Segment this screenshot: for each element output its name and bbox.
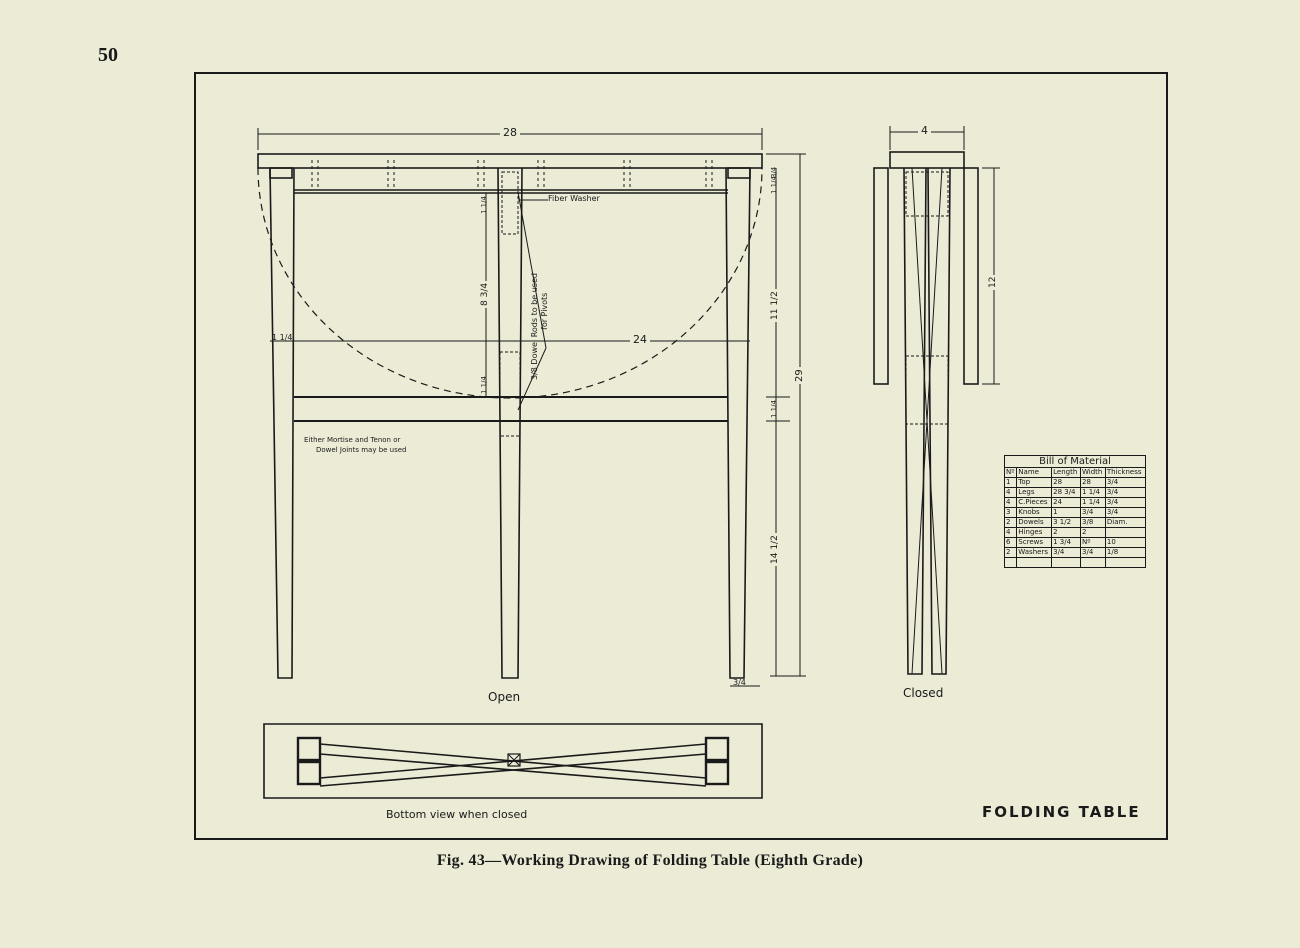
- table-top: [257, 153, 763, 169]
- table-cell: 3/8: [1080, 517, 1106, 528]
- table-cell: 1 1/4: [1080, 497, 1106, 508]
- bom-header: Length: [1051, 467, 1082, 478]
- table-cell: [1051, 557, 1082, 568]
- table-cell: 1/8: [1104, 547, 1147, 558]
- figure-caption: Fig. 43—Working Drawing of Folding Table…: [436, 852, 864, 869]
- joints-note-1: Either Mortise and Tenon or: [304, 436, 401, 444]
- bom-header: Name: [1016, 467, 1053, 478]
- table-cell: 2: [1003, 517, 1018, 528]
- dim-bottom-taper: 3/4: [733, 678, 746, 687]
- dim-upper-segment: 11 1/2: [770, 289, 780, 322]
- open-view-label: Open: [488, 690, 521, 704]
- table-cell: 4: [1003, 487, 1018, 498]
- dim-rail-width: 1 1/4: [770, 176, 778, 194]
- table-cell: Nº: [1080, 537, 1106, 548]
- dim-pivot-upper: 1 1/4: [480, 196, 488, 214]
- table-cell: [1003, 557, 1018, 568]
- dim-closed-width: 4: [918, 124, 931, 137]
- table-cell: 28: [1080, 477, 1106, 488]
- bom-header: Thickness: [1104, 467, 1147, 478]
- table-cell: 3/4: [1104, 487, 1147, 498]
- table-cell: 3/4: [1051, 547, 1082, 558]
- table-cell: [1104, 527, 1147, 538]
- table-cell: 3 1/2: [1051, 517, 1082, 528]
- table-cell: 6: [1003, 537, 1018, 548]
- table-cell: Knobs: [1016, 507, 1053, 518]
- dim-leg-offset: 1 1/4: [272, 333, 293, 342]
- table-cell: 1 1/4: [1080, 487, 1106, 498]
- dim-lower-segment: 14 1/2: [770, 533, 780, 566]
- page-number: 50: [98, 44, 118, 66]
- table-cell: 3/4: [1080, 547, 1106, 558]
- dowel-note-2: for Pivots: [540, 292, 549, 330]
- table-cell: [1016, 557, 1053, 568]
- bottom-view-label: Bottom view when closed: [386, 808, 528, 821]
- fiber-washer-note: Fiber Washer: [548, 194, 600, 203]
- table-cell: 1: [1051, 507, 1082, 518]
- table-cell: 28: [1051, 477, 1082, 488]
- center-leg: [497, 167, 523, 679]
- table-cell: 2: [1003, 547, 1018, 558]
- bom-header: Nº: [1003, 467, 1018, 478]
- table-cell: 4: [1003, 527, 1018, 538]
- right-leg: [725, 167, 751, 679]
- left-leg: [269, 167, 295, 679]
- table-cell: C.Pieces: [1016, 497, 1053, 508]
- joints-note-2: Dowel Joints may be used: [316, 446, 407, 454]
- table-cell: Diam.: [1104, 517, 1147, 528]
- open-view-drawing: [257, 153, 763, 679]
- table-cell: 28 3/4: [1051, 487, 1082, 498]
- table-cell: Screws: [1016, 537, 1053, 548]
- table-cell: 4: [1003, 497, 1018, 508]
- table-cell: 3: [1003, 507, 1018, 518]
- dim-top-length: 28: [500, 126, 520, 139]
- bom-header: Width: [1080, 467, 1106, 478]
- dim-mid-rail: 1 1/4: [770, 400, 778, 418]
- dowel-note-1: 3/8 Dowel Rods to be used: [530, 273, 539, 380]
- table-cell: Washers: [1016, 547, 1053, 558]
- table-cell: [1104, 557, 1147, 568]
- table-cell: Dowels: [1016, 517, 1053, 528]
- table-cell: [1080, 557, 1106, 568]
- table-cell: 24: [1051, 497, 1082, 508]
- table-cell: Top: [1016, 477, 1053, 488]
- bom-title: Bill of Material: [1004, 455, 1146, 467]
- table-cell: 3/4: [1080, 507, 1106, 518]
- bom-header-row: Nº Name Length Width Thickness: [1003, 467, 1147, 478]
- table-cell: Hinges: [1016, 527, 1053, 538]
- closed-view-drawing: [873, 126, 1000, 675]
- dim-pivot-spacing: 8 3/4: [480, 280, 490, 308]
- table-cell: Legs: [1016, 487, 1053, 498]
- leaf-arc: [257, 167, 763, 399]
- table-cell: 2: [1051, 527, 1082, 538]
- drawing-frame: [194, 72, 1168, 840]
- table-cell: 3/4: [1104, 507, 1147, 518]
- drawing-title: FOLDING TABLE: [982, 803, 1141, 821]
- table-cell: 3/4: [1104, 477, 1147, 488]
- table-cell: 10: [1104, 537, 1147, 548]
- closed-view-label: Closed: [903, 686, 944, 700]
- table-cell: 1 3/4: [1051, 537, 1082, 548]
- table-row: [1003, 557, 1147, 568]
- dimension-lines: [257, 128, 806, 687]
- dim-pivot-lower: 1 1/4: [480, 376, 488, 394]
- bill-of-material-table: Bill of Material Nº Name Length Width Th…: [1003, 455, 1147, 568]
- dim-total-height: 29: [794, 367, 805, 384]
- dim-leaf-span: 24: [630, 333, 650, 346]
- table-cell: 1: [1003, 477, 1018, 488]
- bottom-view-drawing: [263, 723, 763, 799]
- table-cell: 2: [1080, 527, 1106, 538]
- table-cell: 3/4: [1104, 497, 1147, 508]
- dim-closed-height: 12: [988, 274, 998, 290]
